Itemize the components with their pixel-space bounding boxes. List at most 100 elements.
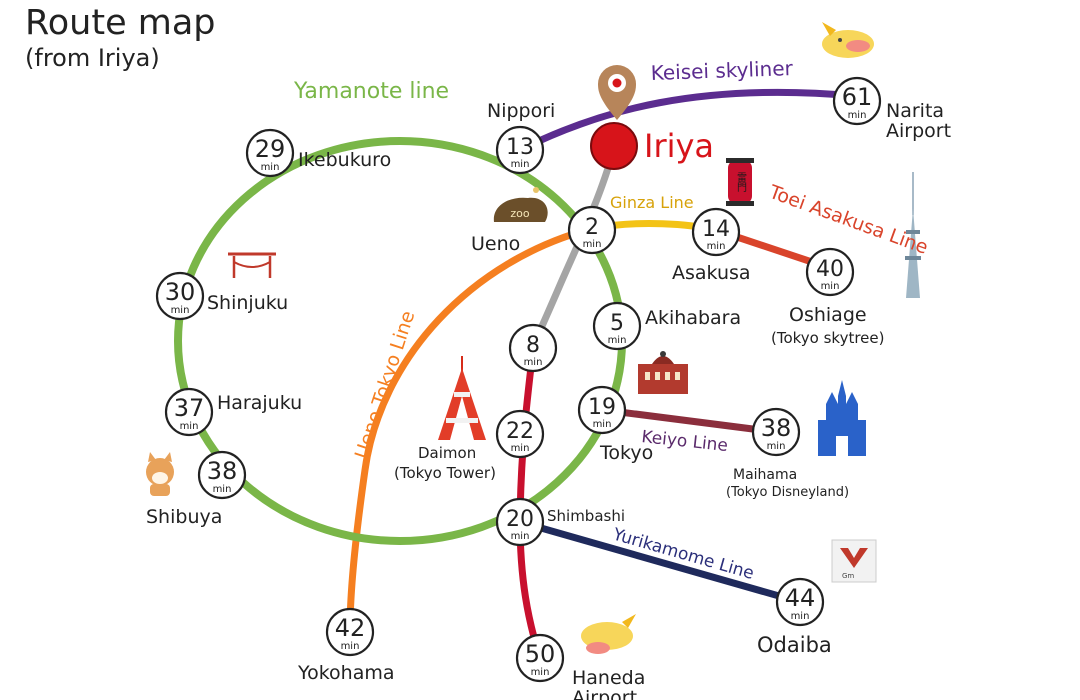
- station-minute-unit: min: [341, 641, 360, 652]
- lantern-glyph: 雷門: [735, 172, 747, 193]
- station-marker-odaiba: [775, 577, 825, 627]
- station-marker-oedo-8: [508, 323, 558, 373]
- gate-icon: [228, 252, 276, 278]
- station-minutes-nippori: 13: [506, 135, 534, 160]
- skytree-icon: [905, 172, 921, 298]
- station-minutes-oedo-8: 8: [526, 333, 540, 358]
- map-subtitle: (from Iriya): [25, 44, 160, 72]
- station-marker-akihabara: [592, 301, 642, 351]
- ueno-tokyo-line-label: Ueno Tokyo Line: [351, 308, 420, 461]
- tokyo-tower-icon: [438, 356, 486, 440]
- station-marker-shibuya: [197, 450, 247, 500]
- station-marker-haneda: [515, 633, 565, 683]
- station-marker-maihama: [751, 407, 801, 457]
- station-label-harajuku: Harajuku: [217, 392, 302, 414]
- station-label-daimon-sublabel: (Tokyo Tower): [394, 464, 496, 482]
- station-label-maihama-sublabel: (Tokyo Disneyland): [726, 485, 849, 500]
- station-minutes-harajuku: 37: [174, 394, 205, 422]
- station-minute-unit: min: [767, 441, 786, 452]
- station-minutes-odaiba: 44: [785, 584, 816, 612]
- station-minute-unit: min: [791, 611, 810, 622]
- castle-icon: [818, 380, 866, 456]
- station-label-nippori: Nippori: [487, 100, 555, 122]
- map-title: Route map: [25, 3, 215, 43]
- station-label-shimbashi: Shimbashi: [547, 507, 625, 525]
- robot-statue-icon: Gm: [831, 539, 877, 583]
- station-minutes-asakusa: 14: [702, 217, 730, 242]
- station-minutes-tokyo: 19: [588, 395, 616, 420]
- station-minute-unit: min: [583, 239, 602, 250]
- station-minute-unit: min: [821, 281, 840, 292]
- zoo-sign-icon: zoo: [493, 187, 548, 222]
- station-label-shinjuku: Shinjuku: [207, 292, 288, 314]
- station-label-oshiage-sublabel: (Tokyo skytree): [771, 329, 885, 347]
- station-marker-oshiage: [805, 247, 855, 297]
- keisei-line-label: Keisei skyliner: [650, 56, 794, 85]
- station-minutes-ikebukuro: 29: [255, 135, 286, 163]
- zoo-sign-text: zoo: [510, 207, 530, 220]
- keisei-line: [516, 88, 859, 154]
- robot-sign-text: Gm: [842, 572, 854, 580]
- station-minutes-narita: 61: [842, 83, 873, 111]
- station-minute-unit: min: [707, 241, 726, 252]
- station-minute-unit: min: [608, 335, 627, 346]
- station-minutes-oshiage: 40: [816, 257, 844, 282]
- yurikamome-line: [516, 518, 804, 606]
- station-label-yokohama: Yokohama: [297, 662, 395, 684]
- station-label-odaiba: Odaiba: [757, 633, 832, 657]
- station-minute-unit: min: [261, 162, 280, 173]
- station-marker-shimbashi: [495, 497, 545, 547]
- airplane-icon: [581, 614, 636, 654]
- station-label-narita: Narita: [886, 100, 944, 122]
- station-markers: 13min29min30min37min38min2min5min19min20…: [155, 76, 882, 683]
- station-marker-ueno: [567, 205, 617, 255]
- airplane-icon: [822, 22, 874, 58]
- station-marker-yokohama: [325, 607, 375, 657]
- station-minutes-maihama: 38: [761, 414, 792, 442]
- station-label-daimon: Daimon: [418, 444, 476, 462]
- station-marker-ikebukuro: [245, 128, 295, 178]
- origin-station-name: Iriya: [644, 127, 714, 165]
- station-minute-unit: min: [848, 110, 867, 121]
- keiyo-line-label: Keiyo Line: [640, 427, 728, 456]
- station-label-narita-name2: Airport: [886, 120, 951, 142]
- station-marker-shinjuku: [155, 271, 205, 321]
- lantern-icon: 雷門: [726, 158, 754, 206]
- station-minute-unit: min: [213, 484, 232, 495]
- station-minutes-ueno: 2: [585, 215, 599, 240]
- station-minute-unit: min: [593, 419, 612, 430]
- yamanote-line-label: Yamanote line: [293, 79, 449, 104]
- station-minute-unit: min: [531, 667, 550, 678]
- station-label-tokyo: Tokyo: [599, 442, 653, 464]
- station-minute-unit: min: [511, 531, 530, 542]
- tokyo-station-building-icon: [638, 351, 688, 394]
- station-marker-tokyo: [577, 385, 627, 435]
- map-pin-icon: [598, 65, 636, 120]
- landmark-illustrations: zoo 雷門 Gm: [146, 22, 921, 654]
- station-marker-asakusa: [691, 207, 741, 257]
- station-minute-unit: min: [511, 159, 530, 170]
- station-label-maihama: Maihama: [733, 467, 797, 483]
- station-minutes-shimbashi: 20: [506, 507, 534, 532]
- station-label-oshiage: Oshiage: [789, 304, 867, 326]
- ueno-tokyo-line: [346, 224, 598, 634]
- station-label-haneda: Haneda: [572, 667, 645, 689]
- station-minutes-shinjuku: 30: [165, 278, 196, 306]
- station-marker-daimon: [495, 409, 545, 459]
- station-minutes-akihabara: 5: [610, 311, 624, 336]
- station-minutes-haneda: 50: [525, 640, 556, 668]
- station-marker-narita: [832, 76, 882, 126]
- dog-icon: [146, 452, 174, 496]
- station-minute-unit: min: [180, 421, 199, 432]
- station-label-akihabara: Akihabara: [645, 307, 741, 329]
- station-marker-nippori: [495, 125, 545, 175]
- station-minute-unit: min: [524, 357, 543, 368]
- keiyo-line: [600, 406, 780, 436]
- station-minute-unit: min: [171, 305, 190, 316]
- station-label-shibuya: Shibuya: [146, 506, 222, 528]
- station-label-ueno: Ueno: [471, 233, 520, 255]
- station-label-asakusa: Asakusa: [672, 262, 751, 284]
- origin-station-marker: [590, 122, 638, 170]
